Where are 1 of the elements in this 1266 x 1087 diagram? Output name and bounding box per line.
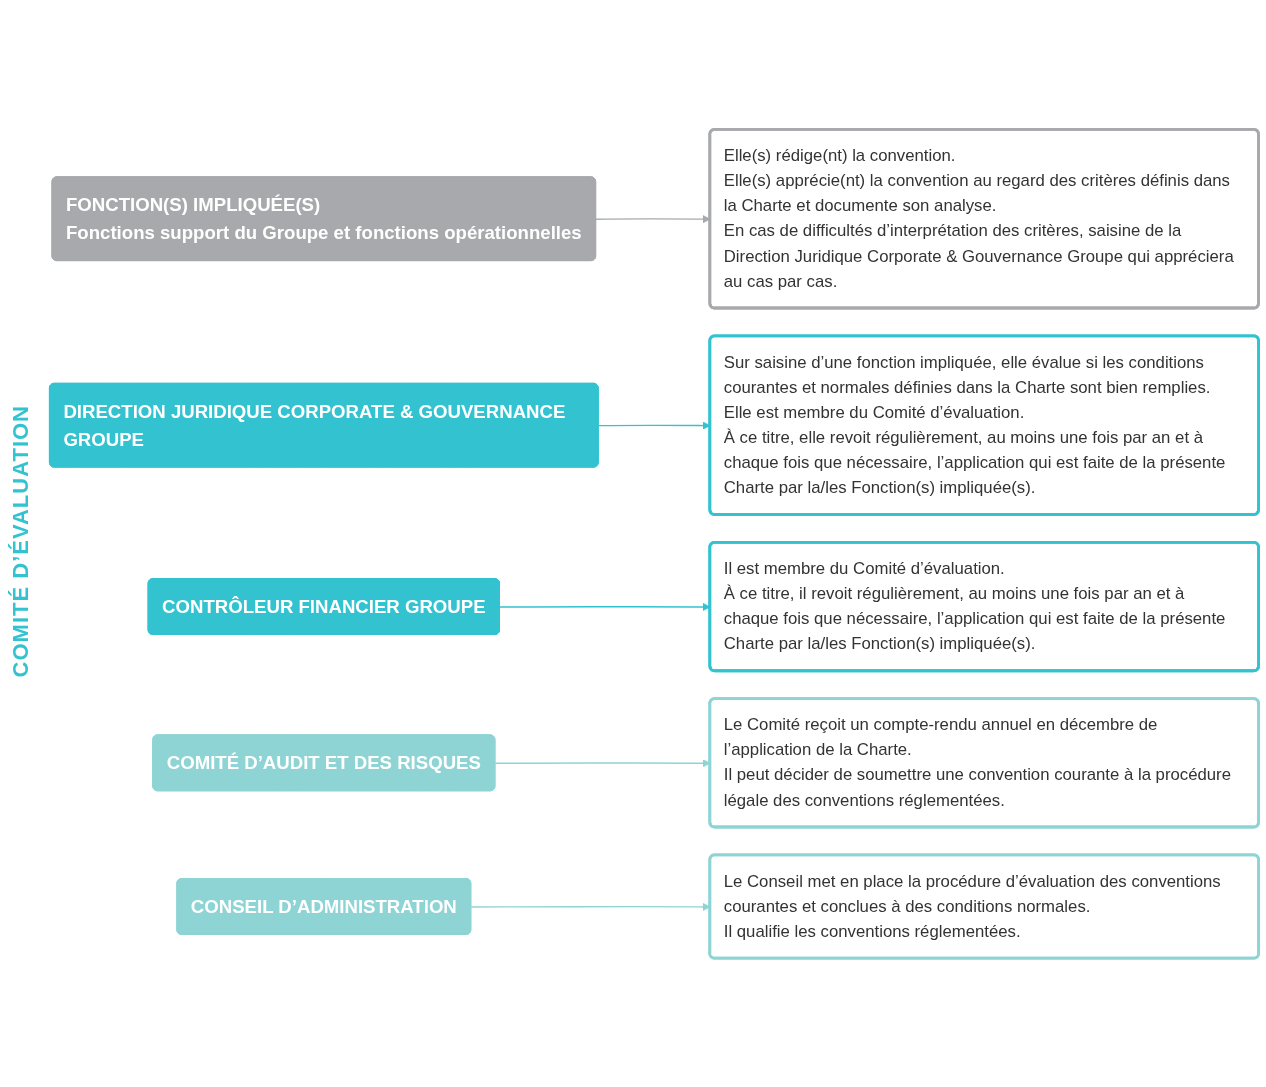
side-label: COMITÉ D’ÉVALUATION xyxy=(8,405,34,678)
